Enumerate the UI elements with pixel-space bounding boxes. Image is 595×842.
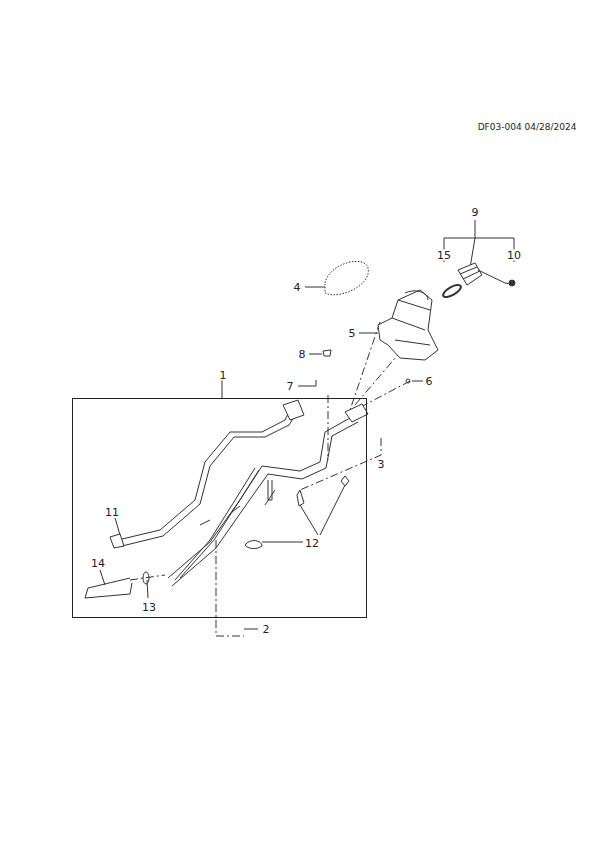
callout-number: 10 xyxy=(506,250,522,261)
callout-number: 13 xyxy=(141,602,157,613)
callout-number: 14 xyxy=(90,558,106,569)
callout-number: 6 xyxy=(425,376,434,387)
callout-number: 9 xyxy=(471,207,480,218)
callout-number: 1 xyxy=(219,370,228,381)
drawing-code: DF03-004 04/28/2024 xyxy=(477,123,578,132)
callout-number: 5 xyxy=(348,328,357,339)
callout-number: 11 xyxy=(104,507,120,518)
callout-number: 2 xyxy=(262,624,271,635)
callout-number: 8 xyxy=(298,349,307,360)
callout-number: 7 xyxy=(286,381,295,392)
assembly-frame: 111121314 xyxy=(72,398,367,618)
callout-number: 12 xyxy=(304,538,320,549)
callout-number: 15 xyxy=(436,250,452,261)
callout-number: 3 xyxy=(377,459,386,470)
callout-number: 4 xyxy=(293,282,302,293)
